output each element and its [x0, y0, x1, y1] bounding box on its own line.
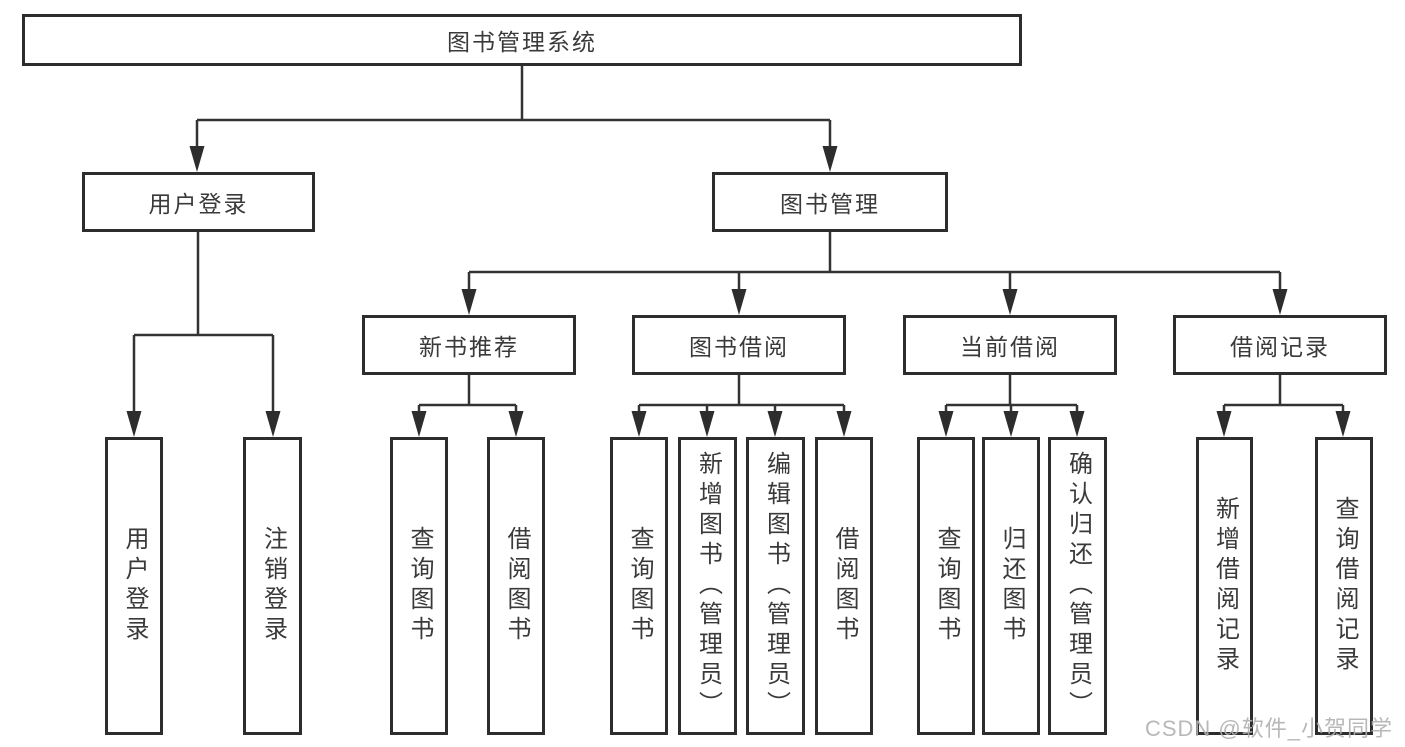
leaf-label: 借阅图书	[503, 526, 530, 646]
leaf-label: 查询图书	[933, 526, 960, 646]
node-borrow-records: 借阅记录	[1173, 315, 1387, 375]
leaf-label: 新增图书（管理员）	[694, 451, 722, 721]
leaf-label: 确认归还（管理员）	[1064, 451, 1092, 721]
leaf-label: 注销登录	[259, 526, 287, 646]
node-label: 用户登录	[148, 191, 249, 217]
leaf-label: 归还图书	[998, 526, 1025, 646]
csdn-watermark: CSDN @软件_小贺同学	[1144, 716, 1393, 741]
leaf-label: 查询借阅记录	[1331, 496, 1358, 676]
node-book-borrowing: 图书借阅	[632, 315, 846, 375]
leaf-label: 新增借阅记录	[1211, 496, 1239, 676]
node-current-borrowing: 当前借阅	[903, 315, 1117, 375]
leaf-label: 编辑图书（管理员）	[762, 451, 790, 721]
node-label: 新书推荐	[419, 334, 519, 360]
leaf-label: 查询图书	[626, 526, 653, 646]
leaf-label: 查询图书	[406, 526, 433, 646]
node-library-system: 图书管理系统	[22, 14, 1022, 66]
leaf-label: 用户登录	[121, 526, 148, 646]
leaf-query-books: 查询图书	[390, 437, 448, 735]
leaf-return-books: 归还图书	[982, 437, 1040, 735]
leaf-logout: 注销登录	[243, 437, 302, 735]
leaf-query-borrow-record: 查询借阅记录	[1315, 437, 1373, 735]
leaf-borrow-books: 借阅图书	[815, 437, 873, 735]
node-label: 图书管理	[780, 191, 880, 217]
node-user-login: 用户登录	[82, 172, 315, 232]
node-label: 图书管理系统	[447, 29, 597, 55]
node-new-book-recommend: 新书推荐	[362, 315, 576, 375]
node-label: 图书借阅	[689, 334, 789, 360]
leaf-query-books: 查询图书	[917, 437, 975, 735]
node-label: 借阅记录	[1230, 334, 1330, 360]
leaf-query-books: 查询图书	[610, 437, 668, 735]
leaf-add-borrow-record: 新增借阅记录	[1196, 437, 1253, 735]
node-book-management: 图书管理	[712, 172, 948, 232]
leaf-edit-books-admin: 编辑图书（管理员）	[746, 437, 805, 735]
leaf-label: 借阅图书	[831, 526, 858, 646]
leaf-add-books-admin: 新增图书（管理员）	[678, 437, 737, 735]
leaf-user-login: 用户登录	[105, 437, 163, 735]
node-label: 当前借阅	[960, 334, 1060, 360]
leaf-borrow-books: 借阅图书	[487, 437, 545, 735]
leaf-confirm-return-admin: 确认归还（管理员）	[1048, 437, 1107, 735]
